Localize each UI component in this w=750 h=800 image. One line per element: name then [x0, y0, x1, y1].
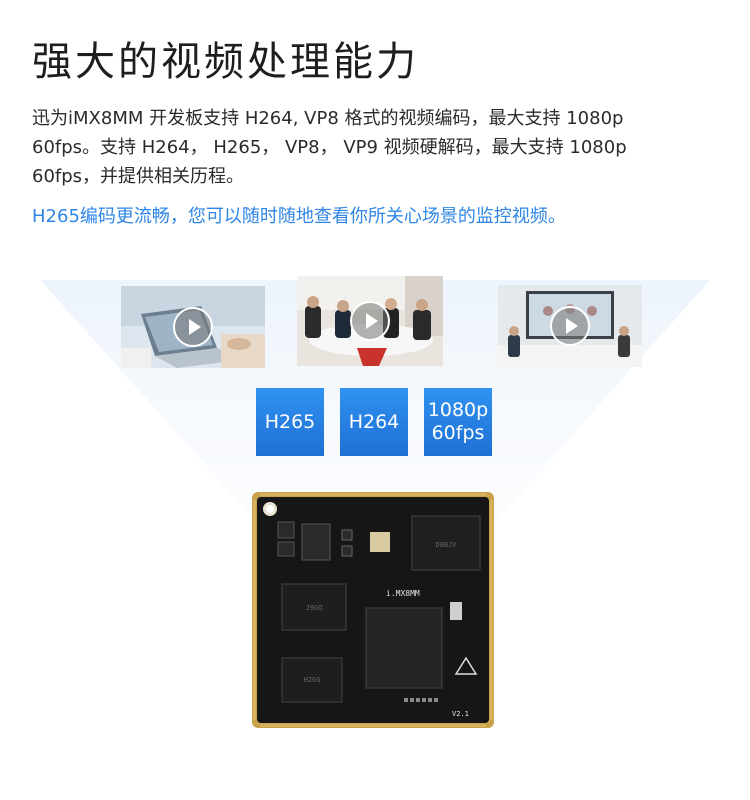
emmc-code: J9GQ [306, 604, 323, 612]
badge-label: H265 [264, 410, 316, 433]
badge-h264: H264 [340, 388, 408, 456]
soc-label: i.MX8MM [386, 589, 420, 598]
description-paragraph: 迅为iMX8MM 开发板支持 H264, VP8 格式的视频编码，最大支持 10… [32, 104, 682, 191]
board-version: V2.1 [452, 710, 469, 718]
play-icon[interactable] [350, 301, 390, 341]
description-line: 迅为iMX8MM 开发板支持 H264, VP8 格式的视频编码，最大支持 10… [32, 108, 624, 129]
description-line: 60fps。支持 H264， H265， VP8， VP9 视频硬解码，最大支持… [32, 137, 627, 158]
video-thumbnail-conference[interactable] [498, 285, 642, 367]
badge-label: 60fps [431, 422, 485, 444]
edge-pads [253, 493, 493, 727]
description-line: 60fps，并提供相关历程。 [32, 166, 245, 187]
video-thumbnail-laptop[interactable] [121, 286, 265, 368]
badge-h265: H265 [256, 388, 324, 456]
mem-chip-code: D8BJV [435, 541, 457, 549]
highlight-text: H265编码更流畅，您可以随时随地查看你所关心场景的监控视频。 [32, 206, 566, 227]
badge-label: 1080p [427, 399, 489, 421]
badge-1080p-60fps: 1080p 60fps [424, 388, 492, 456]
page-title: 强大的视频处理能力 [32, 39, 419, 85]
video-thumbnail-meeting[interactable] [297, 276, 443, 366]
play-icon[interactable] [173, 307, 213, 347]
flash-code: H26G [304, 676, 321, 684]
imx8mm-core-board: D8BJV J9GQ i.MX8MM H26G V2.1 [252, 492, 494, 728]
play-icon[interactable] [550, 306, 590, 346]
badge-label: H264 [348, 410, 400, 433]
